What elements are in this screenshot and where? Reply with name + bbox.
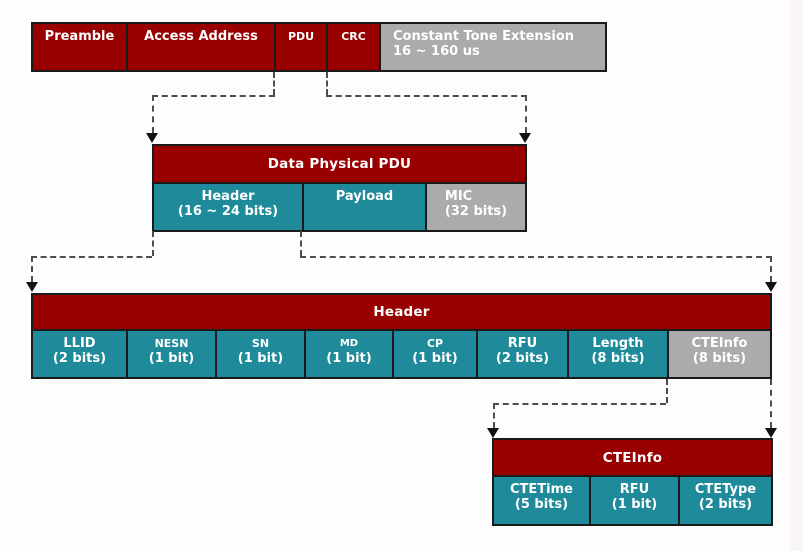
ctetype-bits: (2 bits) <box>698 496 753 512</box>
cteinfo-field-bits: (8 bits) <box>692 350 747 366</box>
connector-header-right-stub <box>300 231 302 256</box>
sn-cell: SN (1 bit) <box>215 331 304 377</box>
crc-label: CRC <box>341 30 366 43</box>
header-field-bits: (16 ~ 24 bits) <box>177 203 279 219</box>
connector-header-right-drop <box>770 256 772 282</box>
packet-structure-row: Preamble Access Address PDU CRC Constant… <box>31 22 607 72</box>
connector-cteinfo-left-horizontal <box>493 403 666 405</box>
ctetime-name: CTETime <box>510 482 573 497</box>
header-box: Header LLID (2 bits) NESN (1 bit) SN (1 … <box>31 293 772 379</box>
nesn-cell: NESN (1 bit) <box>126 331 215 377</box>
arrow-down-icon <box>519 133 531 143</box>
pdu-label: PDU <box>287 30 315 43</box>
llid-bits: (2 bits) <box>52 350 107 366</box>
mic-field-name: MIC <box>444 189 473 204</box>
arrow-down-icon <box>765 282 777 292</box>
rfu-bits: (2 bits) <box>495 350 550 366</box>
connector-pdu-left-stub <box>273 72 275 95</box>
ctetype-cell: CTEType (2 bits) <box>678 477 771 524</box>
md-name: MD <box>339 338 359 349</box>
cp-name: CP <box>426 337 444 350</box>
arrow-down-icon <box>146 133 158 143</box>
sn-name: SN <box>251 337 270 350</box>
connector-pdu-right-stub <box>326 72 328 95</box>
connector-cteinfo-right-drop <box>770 379 772 428</box>
payload-field-name: Payload <box>335 189 394 204</box>
nesn-bits: (1 bit) <box>148 350 195 366</box>
rfu-cell: RFU (2 bits) <box>476 331 567 377</box>
sn-bits: (1 bit) <box>237 350 284 366</box>
rfu-bottom-name: RFU <box>619 482 650 497</box>
connector-pdu-right-horizontal <box>326 95 527 97</box>
ctetime-cell: CTETime (5 bits) <box>494 477 589 524</box>
access-address-label: Access Address <box>144 29 258 44</box>
rfu-bottom-cell: RFU (1 bit) <box>589 477 678 524</box>
cteinfo-box: CTEInfo CTETime (5 bits) RFU (1 bit) CTE… <box>492 438 773 526</box>
cteinfo-box-title: CTEInfo <box>494 440 771 477</box>
md-bits: (1 bit) <box>326 350 372 366</box>
connector-pdu-left-drop <box>152 95 154 133</box>
mic-field-cell: MIC (32 bits) <box>425 184 525 230</box>
llid-name: LLID <box>63 336 96 351</box>
cteinfo-field-cell: CTEInfo (8 bits) <box>667 331 770 377</box>
connector-cteinfo-left-drop <box>493 403 495 428</box>
cp-bits: (1 bit) <box>412 350 458 366</box>
length-name: Length <box>592 336 644 351</box>
header-field-name: Header <box>201 189 255 204</box>
rfu-bottom-bits: (1 bit) <box>611 496 658 512</box>
md-cell: MD (1 bit) <box>304 331 392 377</box>
cte-label: Constant Tone Extension <box>393 29 575 44</box>
llid-cell: LLID (2 bits) <box>33 331 126 377</box>
header-box-title: Header <box>33 295 770 331</box>
preamble-label: Preamble <box>44 29 115 44</box>
payload-field-cell: Payload <box>302 184 425 230</box>
rfu-name: RFU <box>507 336 538 351</box>
header-field-cell: Header (16 ~ 24 bits) <box>154 184 302 230</box>
cp-cell: CP (1 bit) <box>392 331 476 377</box>
data-physical-pdu-box: Data Physical PDU Header (16 ~ 24 bits) … <box>152 144 527 232</box>
cteinfo-field-name: CTEInfo <box>691 336 748 351</box>
crc-cell: CRC <box>326 24 379 70</box>
data-physical-pdu-title: Data Physical PDU <box>154 146 525 184</box>
connector-header-left-stub <box>152 231 154 256</box>
cte-duration-label: 16 ~ 160 us <box>393 43 480 59</box>
length-cell: Length (8 bits) <box>567 331 667 377</box>
preamble-cell: Preamble <box>33 24 126 70</box>
connector-header-left-horizontal <box>31 256 152 258</box>
nesn-name: NESN <box>154 337 189 350</box>
ctetime-bits: (5 bits) <box>514 496 569 512</box>
mic-field-bits: (32 bits) <box>444 203 508 219</box>
arrow-down-icon <box>26 282 38 292</box>
connector-cteinfo-left-stub <box>666 379 668 403</box>
length-bits: (8 bits) <box>591 350 645 366</box>
access-address-cell: Access Address <box>126 24 274 70</box>
pdu-cell: PDU <box>274 24 326 70</box>
page-edge-strip <box>790 0 803 551</box>
arrow-down-icon <box>487 428 499 438</box>
connector-header-left-drop <box>31 256 33 282</box>
connector-pdu-left-horizontal <box>152 95 275 97</box>
arrow-down-icon <box>765 428 777 438</box>
connector-pdu-right-drop <box>525 95 527 133</box>
connector-header-right-horizontal <box>300 256 772 258</box>
ctetype-name: CTEType <box>694 482 757 497</box>
constant-tone-extension-cell: Constant Tone Extension 16 ~ 160 us <box>379 24 605 70</box>
